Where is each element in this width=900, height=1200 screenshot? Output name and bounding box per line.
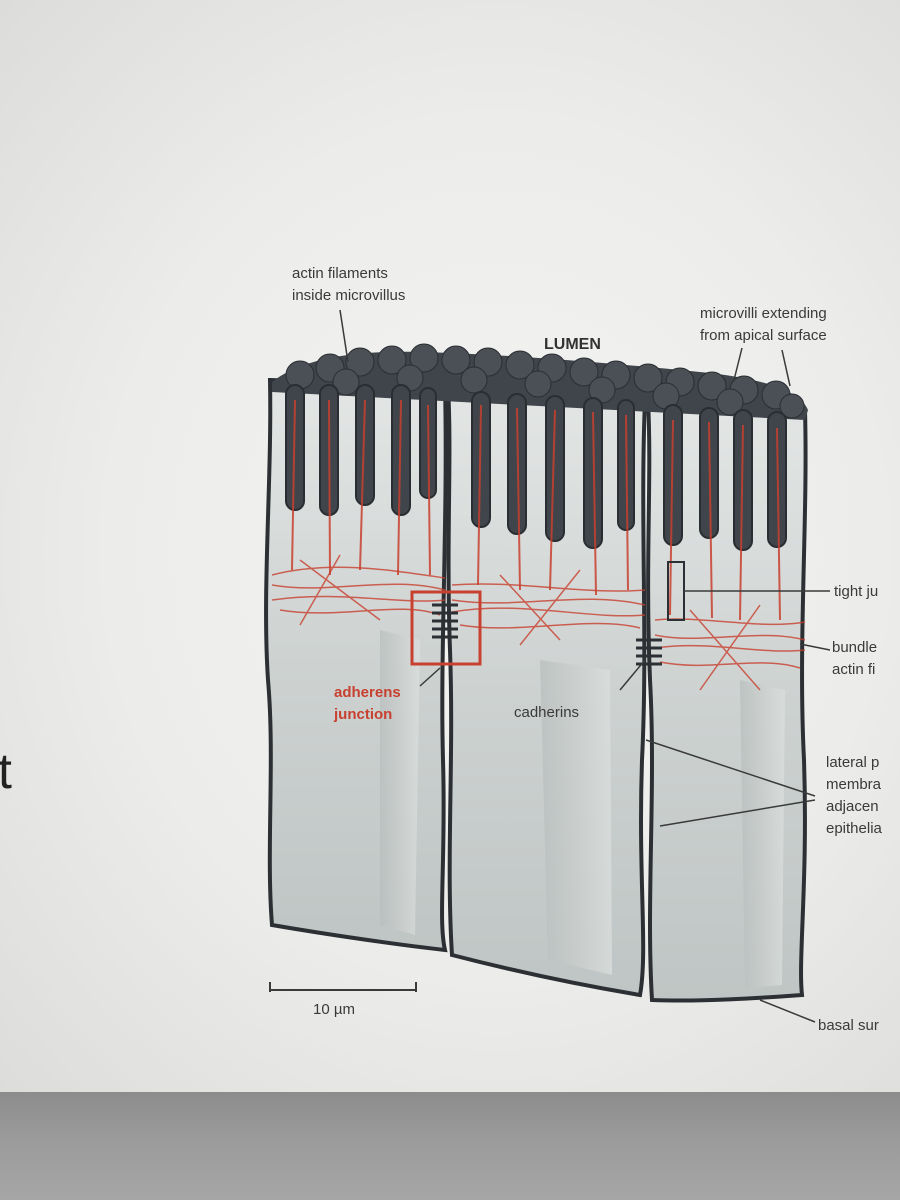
terminal-web-actin-bundle (271, 554, 806, 691)
microvilli-tops (285, 343, 805, 419)
label-tight-junction: tight ju (834, 583, 878, 600)
scale-bar (269, 982, 417, 992)
cell-interior-shading-middle (540, 660, 612, 975)
cadherin-stack-right (636, 638, 662, 666)
label-bundle-2: actin fi (832, 661, 875, 678)
actin-filaments-in-microvilli (291, 399, 781, 621)
adherens-junction-box (410, 590, 482, 666)
cell-interior-shading-left (380, 630, 420, 935)
leader-lines (339, 309, 831, 1023)
label-microvilli-1: microvilli extending (700, 305, 827, 322)
label-scale: 10 µm (313, 1001, 355, 1018)
label-microvilli-2: from apical surface (700, 327, 827, 344)
label-adherens-2: junction (333, 706, 392, 723)
monitor-bezel (0, 1092, 900, 1200)
label-lateral-4: epithelia (826, 820, 883, 837)
label-lateral-3: adjacen (826, 798, 879, 815)
label-lateral-1: lateral p (826, 754, 879, 771)
label-basal-surface: basal sur (818, 1017, 879, 1034)
label-bundle-1: bundle (832, 639, 877, 656)
label-lateral-2: membra (826, 776, 882, 793)
label-actin-filaments-1: actin filaments (292, 265, 388, 282)
cell-interior-shading-right (740, 680, 785, 988)
cadherin-stack-left (432, 603, 458, 639)
epithelium-diagram: actin filaments inside microvillus LUMEN… (264, 265, 883, 1034)
label-adherens-1: adherens (334, 684, 401, 701)
cropped-side-text: t (0, 743, 12, 799)
label-lumen: LUMEN (544, 336, 601, 353)
label-cadherins: cadherins (514, 704, 579, 721)
label-actin-filaments-2: inside microvillus (292, 287, 405, 304)
